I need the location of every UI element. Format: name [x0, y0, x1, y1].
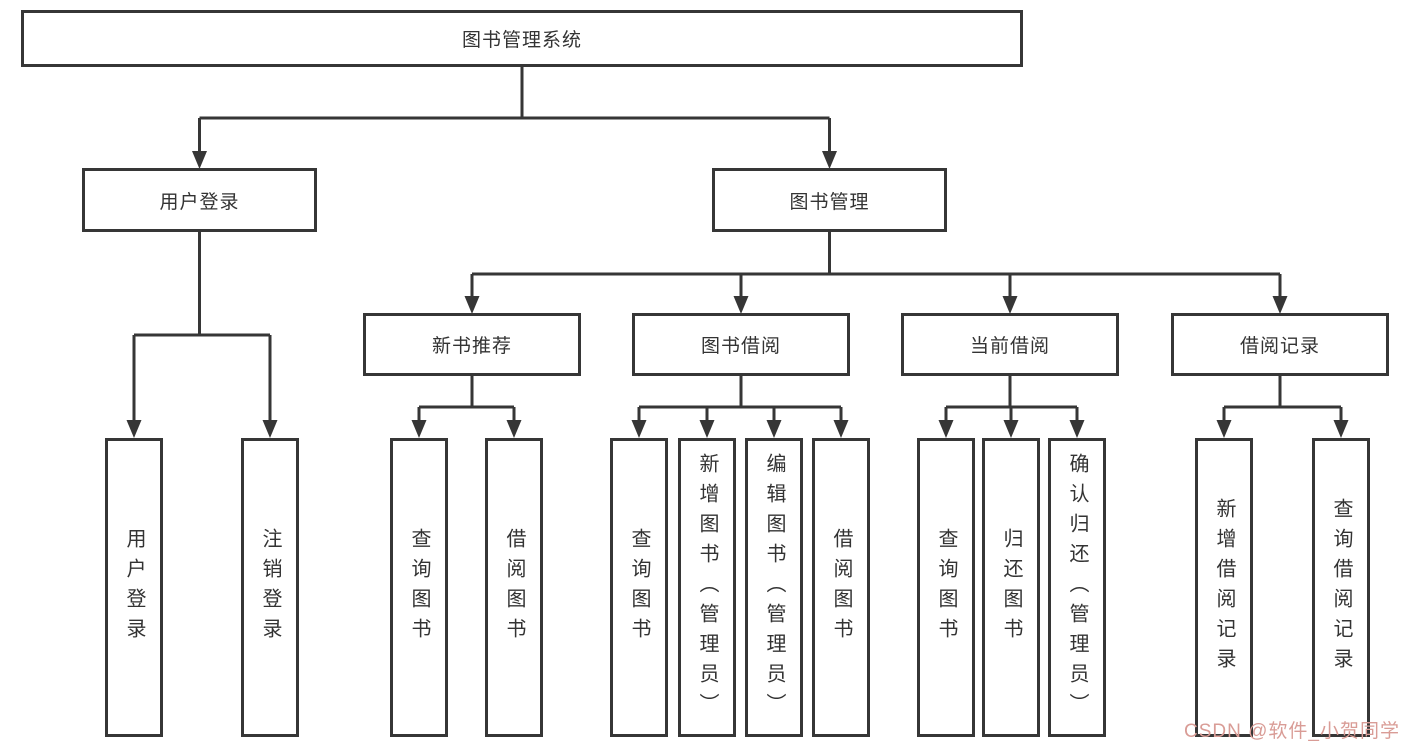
csdn-watermark: CSDN @软件_小贺同学 [1184, 721, 1400, 742]
leaf-label: 确认归还（管理员） [1066, 452, 1088, 723]
leaf-borrow-books-recommend: 借阅图书 [485, 438, 543, 737]
node-label: 用户登录 [159, 191, 240, 213]
leaf-query-books-recommend: 查询图书 [390, 438, 448, 737]
leaf-label: 新增借阅记录 [1213, 497, 1235, 678]
leaf-return-book: 归还图书 [982, 438, 1040, 737]
leaf-query-borrow-record: 查询借阅记录 [1312, 438, 1370, 737]
node-current-borrow: 当前借阅 [901, 313, 1119, 376]
leaf-query-books-borrow: 查询图书 [610, 438, 668, 737]
leaf-label: 借阅图书 [503, 527, 525, 648]
leaf-add-borrow-record: 新增借阅记录 [1195, 438, 1253, 737]
leaf-add-book-admin: 新增图书（管理员） [678, 438, 736, 737]
leaf-label: 查询借阅记录 [1330, 497, 1352, 678]
leaf-label: 借阅图书 [830, 527, 852, 648]
leaf-user-login: 用户登录 [105, 438, 163, 737]
leaf-edit-book-admin: 编辑图书（管理员） [745, 438, 803, 737]
leaf-confirm-return-admin: 确认归还（管理员） [1048, 438, 1106, 737]
node-label: 新书推荐 [431, 336, 512, 357]
node-label: 图书借阅 [700, 336, 781, 357]
node-user-login: 用户登录 [82, 168, 317, 232]
node-book-borrow: 图书借阅 [632, 313, 850, 376]
leaf-logout: 注销登录 [241, 438, 299, 737]
node-label: 图书管理系统 [461, 30, 582, 51]
leaf-label: 用户登录 [123, 527, 145, 648]
node-library-management-system: 图书管理系统 [21, 10, 1023, 67]
node-label: 图书管理 [789, 191, 870, 213]
node-label: 当前借阅 [969, 336, 1050, 357]
leaf-label: 查询图书 [408, 527, 430, 648]
leaf-label: 编辑图书（管理员） [763, 452, 785, 723]
node-label: 借阅记录 [1239, 336, 1320, 357]
leaf-label: 新增图书（管理员） [696, 452, 718, 723]
leaf-query-books-current: 查询图书 [917, 438, 975, 737]
leaf-borrow-books: 借阅图书 [812, 438, 870, 737]
leaf-label: 归还图书 [1000, 527, 1022, 648]
node-borrow-records: 借阅记录 [1171, 313, 1389, 376]
leaf-label: 查询图书 [628, 527, 650, 648]
node-book-management: 图书管理 [712, 168, 947, 232]
node-new-book-recommend: 新书推荐 [363, 313, 581, 376]
leaf-label: 注销登录 [259, 527, 281, 648]
leaf-label: 查询图书 [935, 527, 957, 648]
